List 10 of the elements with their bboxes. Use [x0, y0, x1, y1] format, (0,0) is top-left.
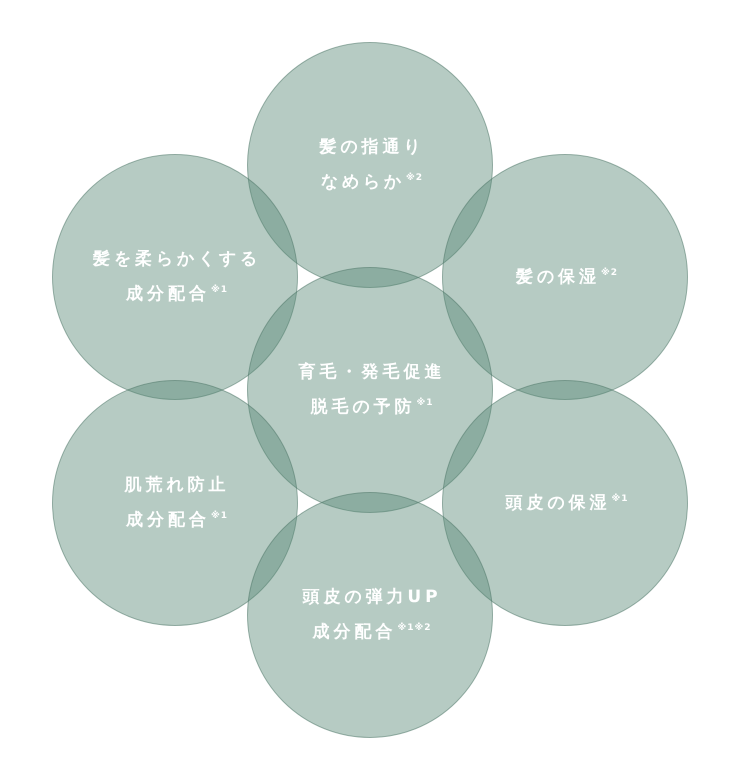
circle-label: 髪の保湿$^{※2}$: [514, 266, 619, 288]
circle-label: 髪を柔らかくする成分配合$^{※1}$: [92, 248, 262, 306]
circle: [442, 380, 688, 626]
circle: [247, 492, 493, 738]
circle-label: 頭皮の弾力UP成分配合$^{※1※2}$: [301, 586, 443, 644]
circle-label: 頭皮の保湿$^{※1}$: [504, 492, 630, 514]
circle-label: 肌荒れ防止成分配合$^{※1}$: [123, 474, 230, 532]
circle-label: 髪の指通りなめらか$^{※2}$: [318, 136, 426, 194]
circle: [52, 380, 298, 626]
circle-label: 育毛・発毛促進脱毛の予防$^{※1}$: [298, 361, 446, 419]
